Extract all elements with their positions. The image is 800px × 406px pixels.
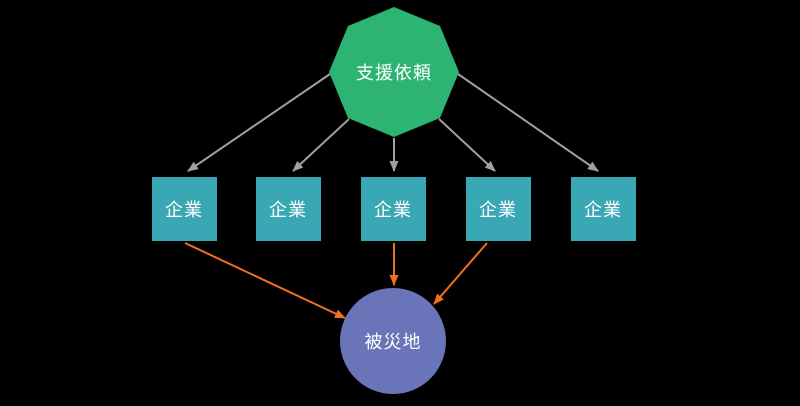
node-company-5-label: 企業 — [584, 200, 622, 220]
node-company-3-square — [361, 177, 426, 241]
node-company-2-label: 企業 — [269, 200, 307, 220]
node-destination-circle — [340, 288, 446, 394]
edge-request-to-company-2 — [292, 118, 350, 172]
node-request-label: 支援依頼 — [356, 63, 432, 83]
node-company-3-label: 企業 — [374, 200, 412, 220]
node-request-octagon — [329, 7, 459, 137]
edge-request-to-company-5 — [457, 73, 599, 172]
node-company-1-label: 企業 — [165, 200, 203, 220]
node-destination-label: 被災地 — [365, 332, 422, 352]
node-company-2-square — [256, 177, 321, 241]
edge-request-to-company-1 — [187, 73, 331, 172]
edge-company-1-to-destination — [184, 242, 346, 319]
edge-company-4-to-destination — [433, 242, 488, 305]
edge-request-to-company-4 — [438, 118, 496, 172]
node-company-4-label: 企業 — [479, 200, 517, 220]
node-company-1-square — [152, 177, 217, 241]
node-company-4-square — [466, 177, 531, 241]
node-company-5-square — [571, 177, 636, 241]
